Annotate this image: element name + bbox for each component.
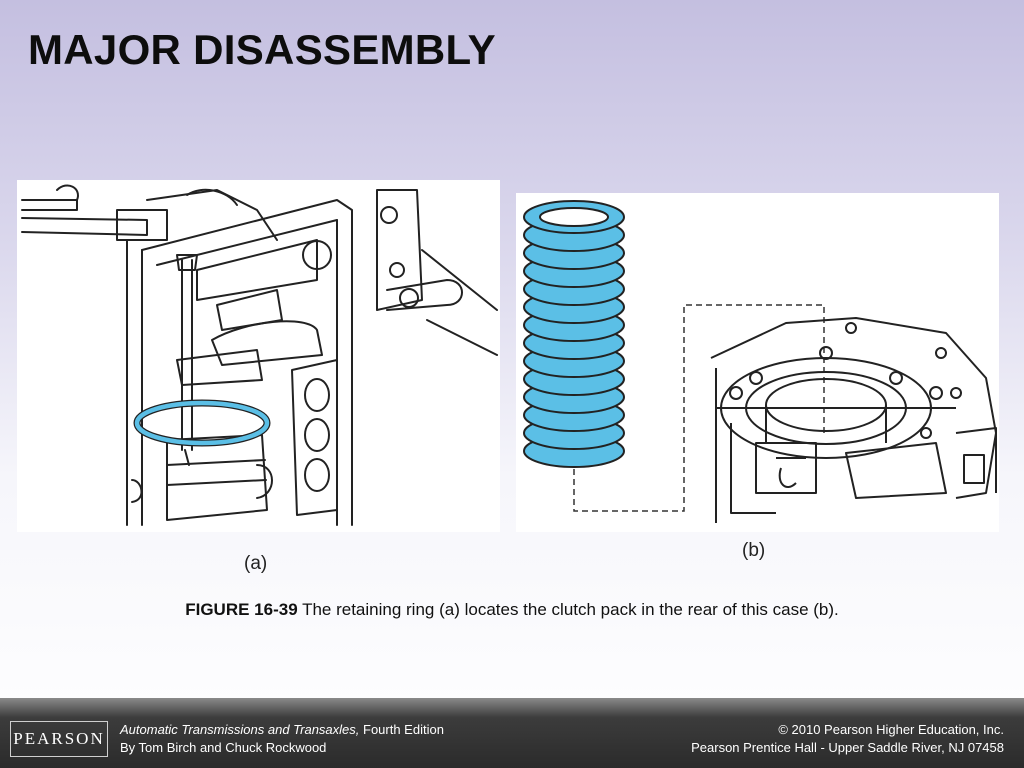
footer-publisher-info: © 2010 Pearson Higher Education, Inc. Pe…: [691, 721, 1004, 757]
clutch-pack: [523, 200, 625, 468]
slide-title: MAJOR DISASSEMBLY: [28, 26, 496, 73]
figure-caption-text: The retaining ring (a) locates the clutc…: [297, 600, 839, 619]
book-edition: Fourth Edition: [359, 722, 444, 737]
footer-bar: PEARSON Automatic Transmissions and Tran…: [0, 698, 1024, 768]
figure-number: FIGURE 16-39: [185, 600, 298, 619]
retaining-ring-illustration: [21, 184, 498, 526]
retaining-ring: [134, 400, 270, 446]
book-authors: By Tom Birch and Chuck Rockwood: [120, 740, 327, 755]
figure-illustration-a: [17, 180, 500, 532]
copyright-notice: © 2010 Pearson Higher Education, Inc.: [778, 722, 1004, 737]
pearson-logo: PEARSON: [10, 721, 108, 757]
figure-caption: FIGURE 16-39 The retaining ring (a) loca…: [0, 600, 1024, 620]
footer-book-info: Automatic Transmissions and Transaxles, …: [120, 721, 444, 757]
figure-illustration-b: [516, 193, 999, 532]
clutch-pack-illustration: [523, 200, 997, 523]
figure-label-a: (a): [244, 553, 268, 574]
figure-label-b: (b): [742, 540, 766, 561]
publisher-address: Pearson Prentice Hall - Upper Saddle Riv…: [691, 740, 1004, 755]
book-title: Automatic Transmissions and Transaxles,: [120, 722, 360, 737]
